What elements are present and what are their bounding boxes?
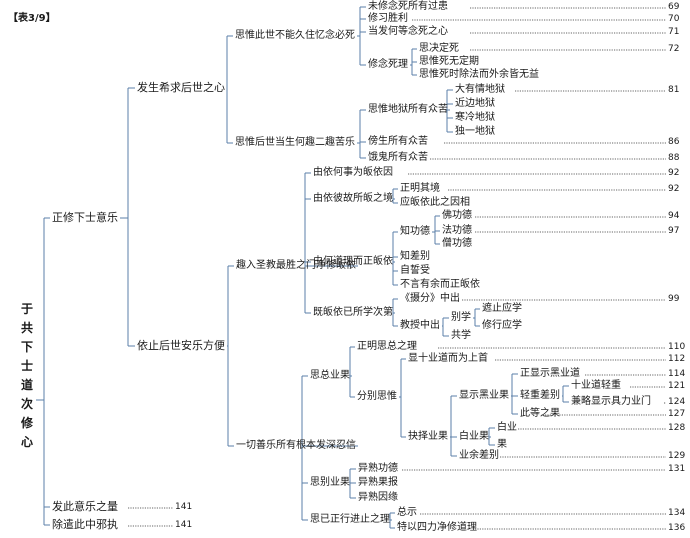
outline-node: 异熟果报 (358, 477, 398, 488)
outline-node: 显十业道而为上首 (408, 353, 488, 364)
outline-node: 总示 (397, 507, 417, 518)
page-ref-number: 136 (668, 523, 686, 533)
outline-node: 正显示黑业道 (520, 368, 580, 379)
outline-node: 思已正行进止之理 (310, 514, 390, 525)
outline-node: 正修下士意乐 (52, 211, 118, 224)
outline-node: 显示黑业果 (459, 390, 509, 401)
outline-node: 由依彼故所皈之境 (313, 193, 393, 204)
outline-node: 知功德 (400, 226, 430, 237)
outline-node: 白业果 (459, 431, 489, 442)
outline-node: 大有情地狱 (455, 84, 505, 95)
outline-node: 修念死理 (368, 59, 408, 70)
outline-node: 白业 (497, 422, 517, 433)
page-ref-number: 94 (668, 211, 680, 221)
outline-node: 发此意乐之量 (52, 500, 118, 513)
outline-node: 轻重差别 (520, 390, 560, 401)
table-tag: 【表3/9】 (8, 13, 56, 24)
outline-node: 正明思总之理 (357, 341, 417, 352)
page-ref-number: 112 (668, 354, 686, 364)
outline-node: 十业道轻重 (571, 380, 621, 391)
page-ref-number: 99 (668, 294, 680, 304)
outline-node: 共学 (451, 330, 471, 341)
outline-node: 当发何等念死之心 (368, 26, 448, 37)
page-ref-number: 121 (668, 381, 686, 391)
outline-node: 傍生所有众苦 (368, 136, 428, 147)
outline-node: 知差别 (400, 251, 430, 262)
page-ref-number: 141 (175, 502, 193, 512)
outline-node: 抉择业果 (408, 431, 448, 442)
outline-node: 正明其境 (400, 183, 440, 194)
outline-node: 发生希求后世之心 (137, 81, 225, 94)
page-ref-number: 71 (668, 27, 680, 37)
outline-node: 法功德 (442, 225, 472, 236)
outline-node: 此等之果 (520, 408, 560, 419)
page-ref-number: 129 (668, 451, 686, 461)
outline-node: 由依何事为皈依因 (313, 167, 393, 178)
page-ref-number: 134 (668, 508, 686, 518)
page-ref-number: 110 (668, 342, 686, 352)
page-ref-number: 141 (175, 520, 193, 530)
page-ref-number: 97 (668, 226, 680, 236)
outline-node: 一切善乐所有根本发深忍信 (236, 440, 356, 451)
outline-node: 思决定死 (419, 43, 459, 54)
outline-node: 遮止应学 (482, 303, 522, 314)
outline-node: 自誓受 (400, 265, 430, 276)
outline-node: 特以四力净修道理 (397, 522, 477, 533)
outline-node: 依止后世安乐方便 (137, 339, 225, 352)
outline-node: 思别业果 (310, 477, 350, 488)
page-ref-number: 88 (668, 153, 680, 163)
page-ref-number: 114 (668, 369, 686, 379)
outline-node: 思总业果 (310, 370, 350, 381)
outline-node: 趣入圣教最胜之门净修皈依 (236, 260, 356, 271)
page-ref-number: 127 (668, 409, 686, 419)
page-ref-number: 72 (668, 44, 680, 54)
outline-node: 由何道理而正皈依 (313, 256, 393, 267)
outline-node: 分别思惟 (357, 391, 397, 402)
outline-node: 寒冷地狱 (455, 112, 495, 123)
outline-node: 教授中出 (400, 320, 440, 331)
outline-node: 佛功德 (442, 210, 472, 221)
outline-node: 修行应学 (482, 320, 522, 331)
outline-node: 僧功德 (442, 238, 472, 249)
outline-node: 异熟功德 (358, 463, 398, 474)
page-ref-number: 70 (668, 14, 680, 24)
page-ref-number: 92 (668, 184, 680, 194)
outline-node: 除遣此中邪执 (52, 518, 118, 531)
outline-node: 思惟此世不能久住忆念必死 (235, 30, 355, 41)
outline-node: 《摄分》中出 (400, 293, 460, 304)
page-ref-number: 69 (668, 2, 680, 12)
outline-node: 思惟地狱所有众苦 (368, 104, 448, 115)
outline-node: 别学 (451, 312, 471, 323)
outline-node: 兼略显示具力业门 (571, 396, 651, 407)
outline-node: 业余差别 (459, 450, 499, 461)
outline-node: 果 (497, 439, 507, 450)
page-ref-number: 92 (668, 168, 680, 178)
outline-node: 饿鬼所有众苦 (368, 152, 428, 163)
outline-node: 独一地狱 (455, 126, 495, 137)
outline-node: 思惟死无定期 (419, 56, 479, 67)
page-ref-number: 124 (668, 397, 686, 407)
outline-node: 修习胜利 (368, 13, 408, 24)
outline-node: 近边地狱 (455, 98, 495, 109)
outline-node: 既皈依已所学次第 (313, 307, 393, 318)
root-title: 于共下士道次修心 (20, 302, 33, 449)
outline-node: 应皈依此之因相 (400, 197, 470, 208)
outline-node: 思惟后世当生何趣二趣苦乐 (235, 137, 355, 148)
outline-node: 异熟因缘 (358, 492, 398, 503)
page-ref-number: 131 (668, 464, 686, 474)
page-ref-number: 128 (668, 423, 686, 433)
page-ref-number: 86 (668, 137, 680, 147)
outline-node: 未修念死所有过患 (368, 1, 448, 12)
outline-node: 不言有余而正皈依 (400, 279, 480, 290)
page-ref-number: 81 (668, 85, 680, 95)
outline-node: 思惟死时除法而外余皆无益 (419, 69, 539, 80)
